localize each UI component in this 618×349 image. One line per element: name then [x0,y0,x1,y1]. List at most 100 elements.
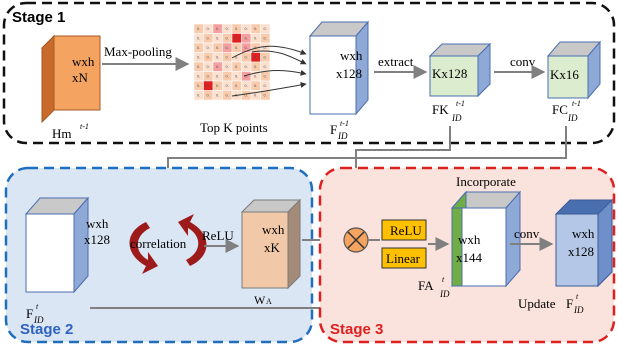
grid-cell-value: 0. [245,26,248,31]
grid-cell [260,90,271,101]
grid-cell-value: 0. [216,64,219,69]
grid-to-feature-arrow-4 [231,82,307,97]
grid-cell-value: 0. [226,64,229,69]
grid-cell-value: 0. [216,55,219,60]
conv-label-stage3: conv [514,226,540,241]
grid-cell-value: 0. [254,55,257,60]
grid-cell-value: 0. [264,55,267,60]
grid-cell-value: 0. [254,26,257,31]
feature-prev-sup: t-1 [340,119,349,128]
grid-cell-value: 0. [226,83,229,88]
feature-block-prev: wxh x128 [308,20,370,116]
fc-block: Kx16 [546,40,602,100]
grid-cell-value: 0. [226,45,229,50]
stage3-label: Stage 3 [330,321,383,338]
grid-cell-value: 0. [216,74,219,79]
grid-cell-value: 0. [264,45,267,50]
multiply-op-icon [343,227,369,253]
grid-cell-value: 0. [235,45,238,50]
feature-current-label: F [26,306,33,321]
conv-label-stage1: conv [510,54,536,69]
grid-cell-value: 0. [207,45,210,50]
fa-block: wxh x144 [450,190,522,288]
grid-to-feature-arrow-3 [243,69,307,77]
grid-cell-value: 0. [207,26,210,31]
fk-sub: ID [451,113,462,123]
grid-cell-value: 0. [235,55,238,60]
fc-label: FC [552,102,568,117]
grid-cell-value: 0. [264,74,267,79]
grid-cell-value: 0. [235,64,238,69]
correlation-arrow-right-icon [178,214,207,266]
relu-label-stage2: ReLU [202,228,234,243]
grid-cell-value: 0. [264,26,267,31]
fc-sup: t-1 [572,99,581,108]
grid-cell-value: 0. [207,93,210,98]
hm-label-sup: t-1 [80,122,89,131]
grid-cell-value: 0. [254,74,257,79]
grid-cell-value: 0. [264,36,267,41]
hm-block: wxh xN [40,34,101,124]
grid-cell-value: 0. [235,26,238,31]
correlation-op: correlation [129,214,207,274]
grid-cell-value: 0. [245,93,248,98]
feature-block-current: wxh x128 [24,196,110,294]
grid-cell-value: 0. [207,64,210,69]
grid-cell-value: 0. [235,36,238,41]
feature-block-current-line1: wxh [86,216,109,231]
grid-cell-value: 0. [197,64,200,69]
grid-cell-value: 0. [245,36,248,41]
update-label: Update [518,296,556,311]
fc-block-text: Kx16 [550,67,579,82]
grid-cell-value: 0. [254,36,257,41]
fk-sup: t-1 [456,99,465,108]
fa-block-line2: x144 [456,250,483,265]
feature-block-prev-line2: x128 [336,66,362,81]
linear-box-label: Linear [386,251,421,266]
grid-cell-value: 0. [254,64,257,69]
updated-feature-line1: wxh [572,226,595,241]
grid-cell-value: 0. [235,74,238,79]
grid-cell-value: 0. [226,74,229,79]
grid-cell-value: 0. [245,45,248,50]
grid-cell-value: 0. [216,26,219,31]
fk-block-text: Kx128 [432,66,467,81]
wa-block: wxh xK [240,198,302,290]
stage1-label: Stage 1 [12,9,65,26]
grid-cell-value: 0. [245,64,248,69]
stage2-label: Stage 2 [20,321,73,338]
fa-sub: ID [439,289,450,299]
updated-feature-block: wxh x128 [554,198,614,288]
update-f-sub: ID [573,305,584,315]
relu-box-label: ReLU [390,223,422,238]
fa-label: FA [418,278,434,293]
grid-cell-value: 0. [245,74,248,79]
grid-cell-value: 0. [207,83,210,88]
grid-cell-value: 0. [197,93,200,98]
grid-cell-value: 0. [207,55,210,60]
grid-cell-value: 0. [197,36,200,41]
hm-block-line1: wxh [72,54,95,69]
grid-cell-value: 0. [235,83,238,88]
grid-cell-value: 0. [197,55,200,60]
grid-cell-value: 0. [197,74,200,79]
fk-block: Kx128 [428,42,492,98]
wa-block-line2: xK [264,240,281,255]
grid-cell-value: 0. [197,45,200,50]
wa-label: W [254,293,266,307]
grid-cell-value: 0. [197,83,200,88]
top-k-grid: 0. 0. 0. 0. 0. 0. 0. 0. 0. 0. 0. 0. 0. 0. 0. 0. 0. 0. 0. 0.… [193,23,271,101]
grid-cell-value: 0. [216,93,219,98]
grid-cell-value: 0. [264,83,267,88]
fa-block-line1: wxh [458,232,481,247]
feature-prev-label: F [330,122,337,137]
max-pooling-label: Max-pooling [104,44,172,59]
grid-cell-value: 0. [226,93,229,98]
stage1-panel [2,1,616,145]
fa-sup: t [442,275,445,284]
update-f-sup: t [576,292,579,301]
feature-current-sub: ID [33,315,44,325]
grid-cell-value: 0. [254,45,257,50]
feature-current-sup: t [36,302,39,311]
